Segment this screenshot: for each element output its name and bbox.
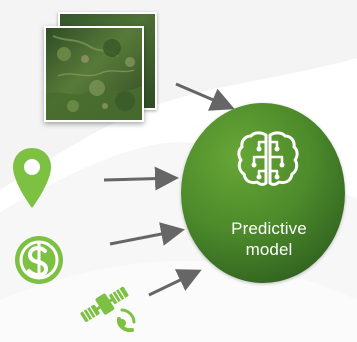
model-label-line-1: Predictive <box>231 219 307 238</box>
dollar-coin-icon <box>14 235 64 285</box>
predictive-model-label: Predictive model <box>214 218 324 260</box>
model-label-line-2: model <box>245 240 293 259</box>
arrow-satellite-to-model <box>148 269 202 297</box>
arrow-imagery-to-model <box>175 82 235 111</box>
satellite-dish-icon <box>72 276 140 333</box>
satellite-image-front <box>44 26 144 122</box>
brain-icon <box>235 128 301 188</box>
satellite-imagery-icon <box>46 28 142 120</box>
location-pin-icon <box>11 146 53 216</box>
arrow-finance-to-model <box>109 222 185 246</box>
arrow-location-to-model <box>103 166 179 191</box>
